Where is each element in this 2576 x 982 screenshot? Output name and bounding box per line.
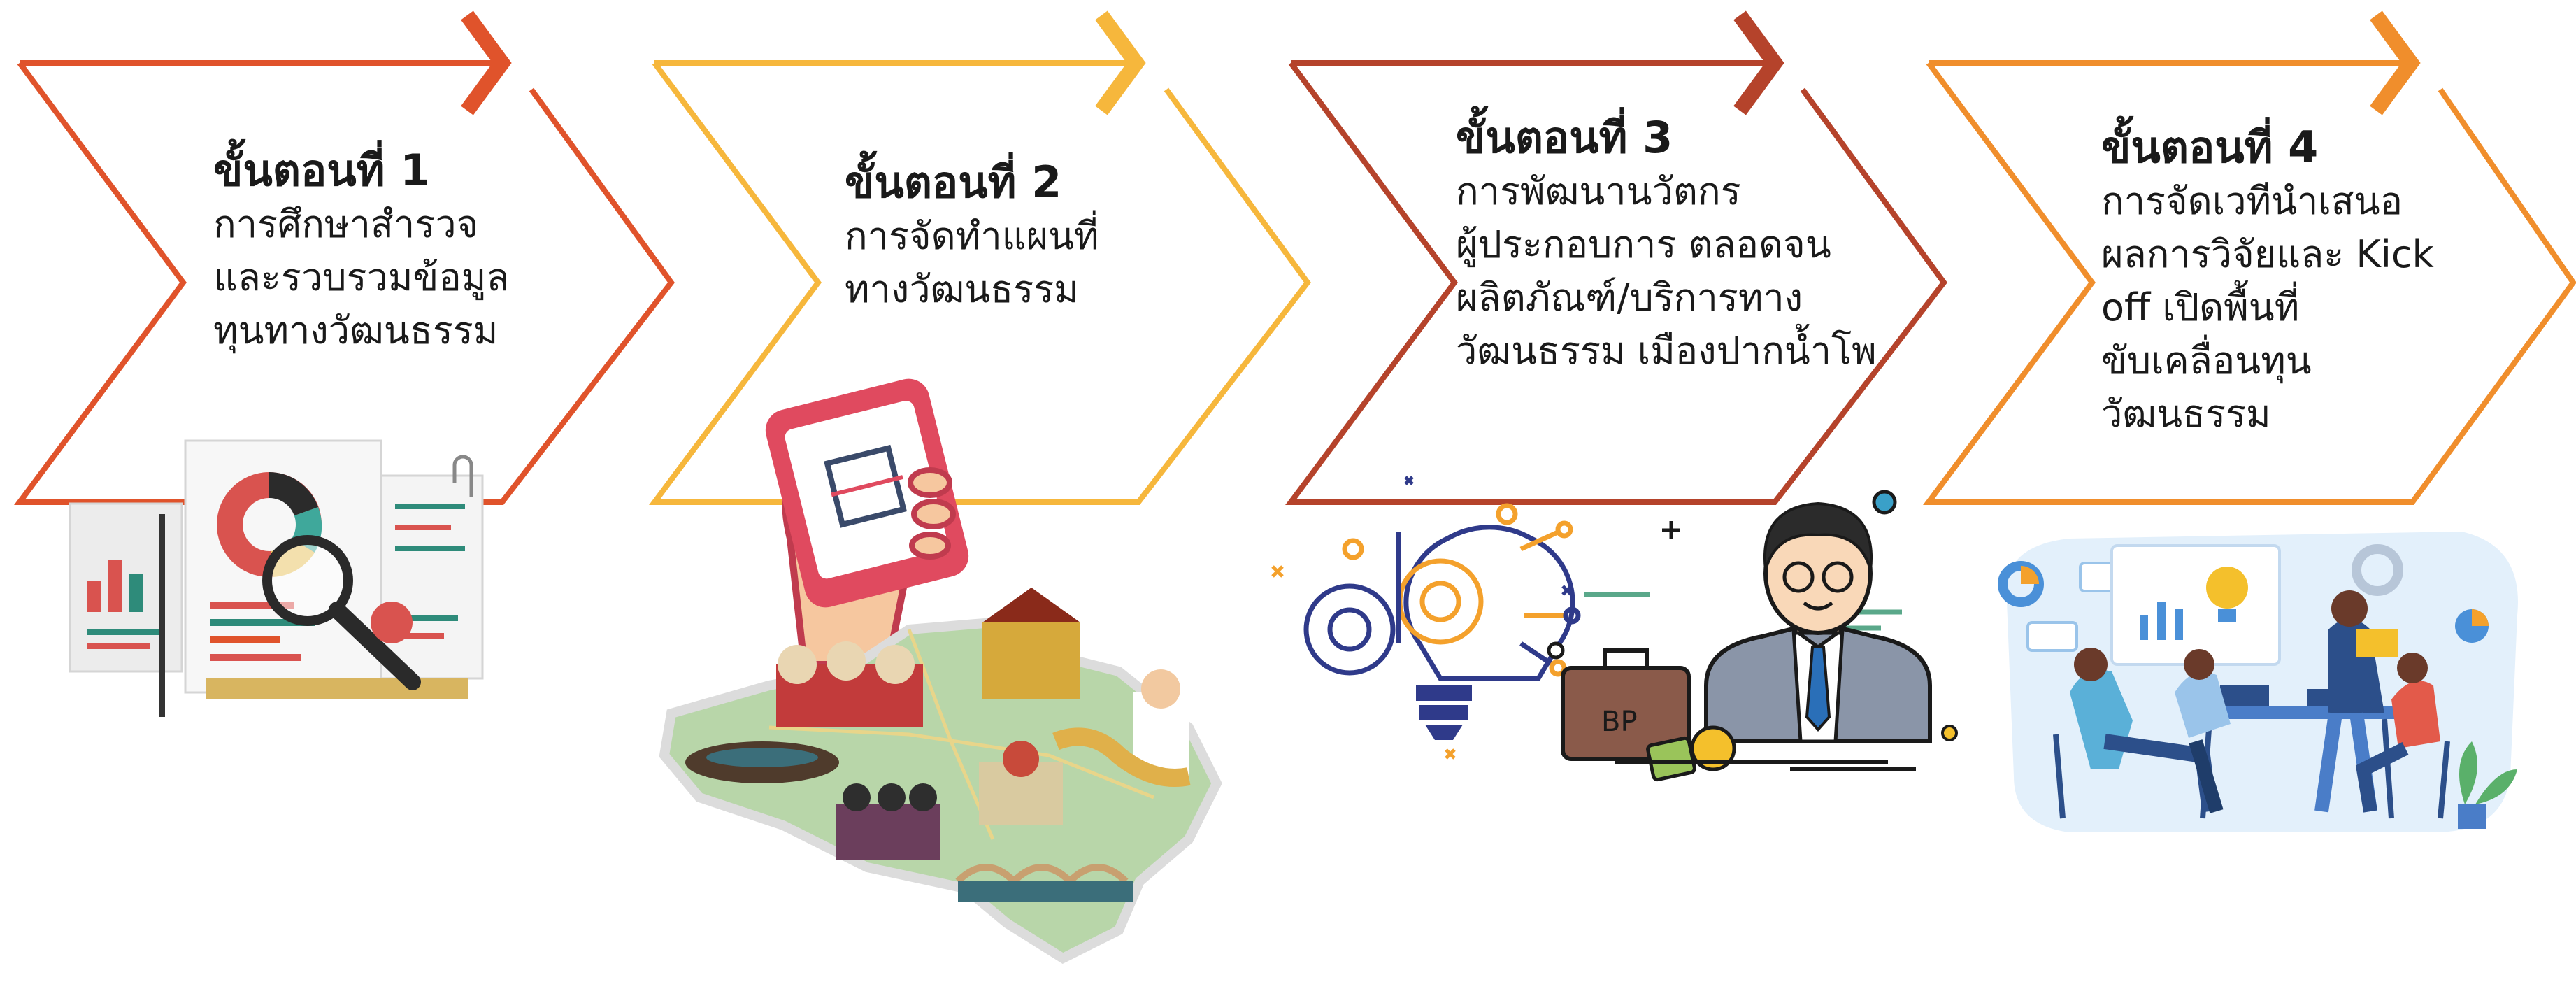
team-meeting-icon	[1998, 532, 2518, 832]
innovation-businessman-icon: BP	[1271, 476, 1958, 782]
step-1-title: ขั้นตอนที่ 1	[213, 145, 431, 196]
step-4-chevron	[1923, 10, 2576, 505]
step-4-text: ขั้นตอนที่ 4 การจัดเวทีนำเสนอ ผลการวิจัย…	[2101, 120, 2434, 441]
research-documents-magnifier-icon	[69, 439, 484, 717]
step-3-text: ขั้นตอนที่ 3 การพัฒนานวัตกร ผู้ประกอบการ…	[1456, 111, 1877, 378]
step-3-description: การพัฒนานวัตกร ผู้ประกอบการ ตลอดจน ผลิตภ…	[1456, 169, 1877, 373]
step-3-chevron	[1285, 10, 1948, 505]
qr-phone-culture-map-icon	[659, 378, 1222, 965]
step-2-description: การจัดทำแผนที่ ทางวัฒนธรรม	[845, 214, 1099, 311]
step-3-title: ขั้นตอนที่ 3	[1456, 112, 1673, 163]
step-1-description: การศึกษาสำรวจ และรวบรวมข้อมูล ทุนทางวัฒน…	[213, 202, 510, 353]
step-4-description: การจัดเวทีนำเสนอ ผลการวิจัยและ Kick off …	[2101, 179, 2434, 436]
step-2-text: ขั้นตอนที่ 2 การจัดทำแผนที่ ทางวัฒนธรรม	[845, 155, 1099, 316]
briefcase-label: BP	[1601, 706, 1638, 738]
step-4-title: ขั้นตอนที่ 4	[2101, 122, 2319, 173]
step-1-text: ขั้นตอนที่ 1 การศึกษาสำรวจ และรวบรวมข้อม…	[213, 143, 509, 357]
step-2-title: ขั้นตอนที่ 2	[845, 157, 1062, 208]
